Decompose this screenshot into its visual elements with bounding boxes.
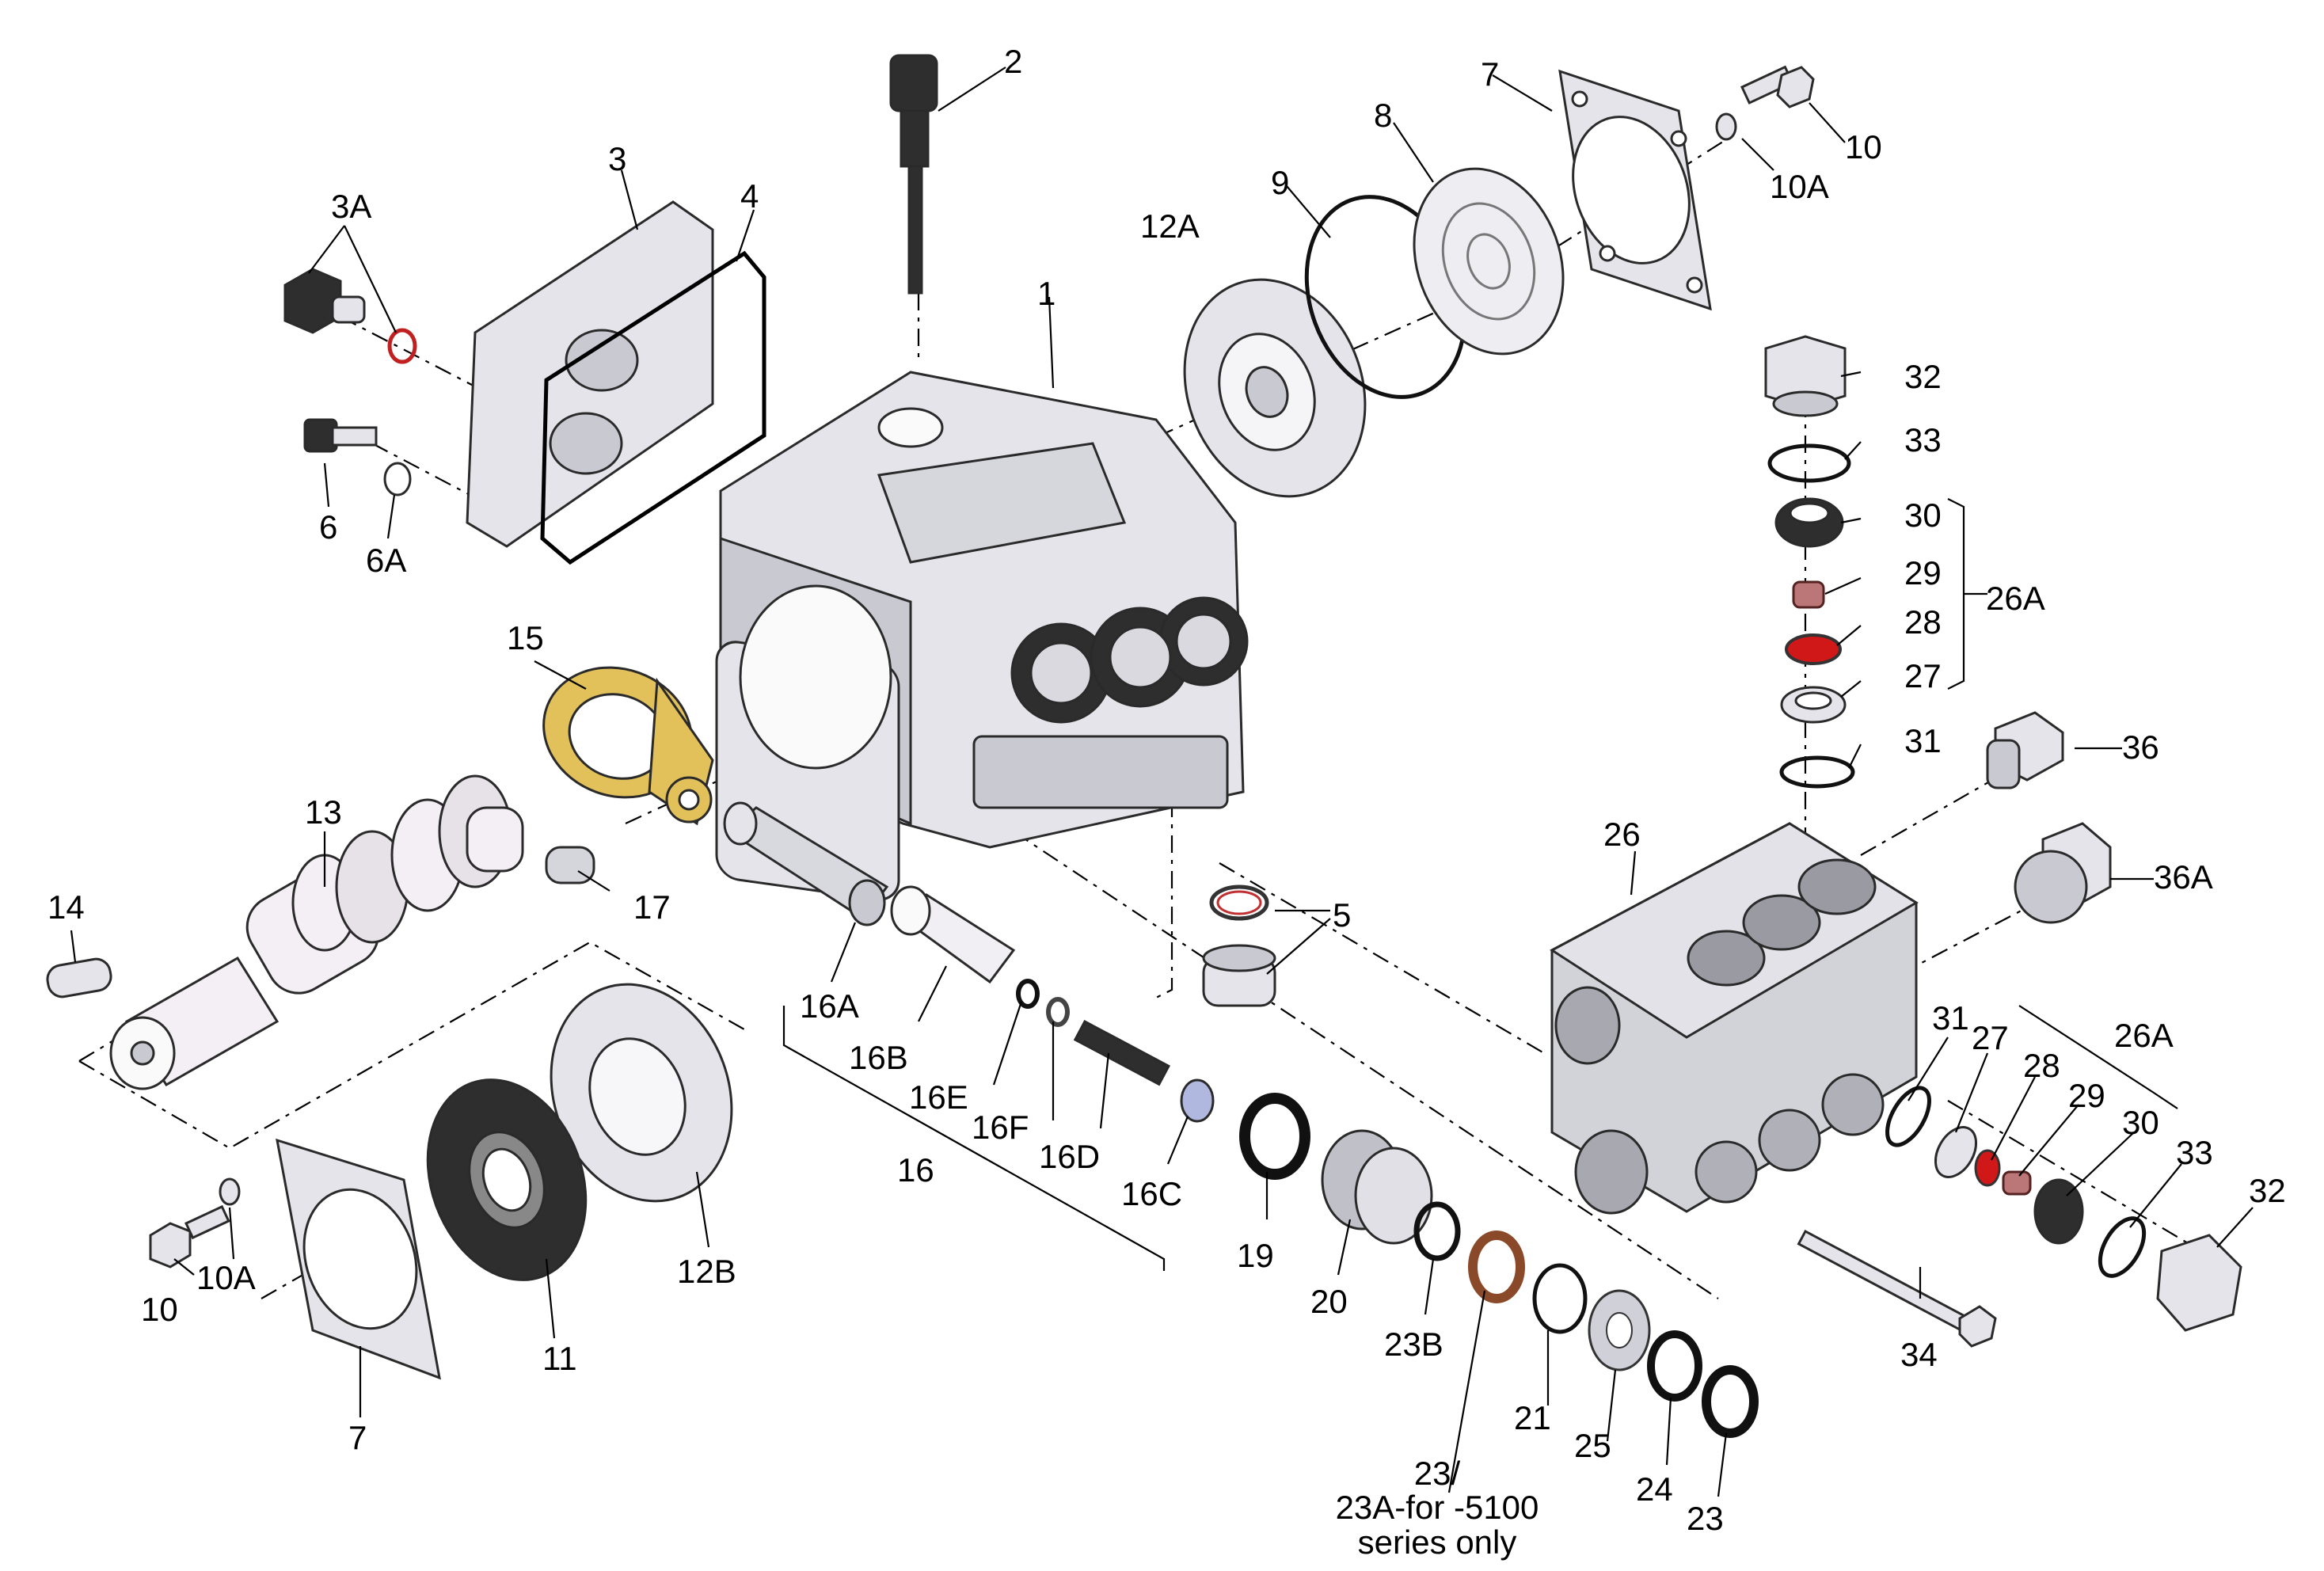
callout-6: 6: [319, 508, 337, 546]
part-16C-16D-plunger-bolt: [1073, 1019, 1215, 1123]
callout-17: 17: [633, 888, 671, 926]
callout-16: 16: [897, 1151, 934, 1189]
callout-8: 8: [1374, 97, 1392, 134]
part-1-crankcase: [715, 371, 1249, 901]
part-12B-bearing: [550, 983, 733, 1203]
callout-12A: 12A: [1140, 207, 1200, 245]
part-8-bearing-cover: [1413, 167, 1565, 356]
callout-13: 13: [305, 793, 342, 831]
callout-12B: 12B: [677, 1253, 736, 1290]
callout-19: 19: [1237, 1237, 1274, 1274]
callout-7-bottom: 7: [348, 1419, 367, 1456]
callout-30-top: 30: [1904, 496, 1942, 534]
callout-5: 5: [1333, 896, 1351, 934]
part-6-bolt: [303, 418, 412, 496]
callout-7-top: 7: [1481, 55, 1499, 93]
callout-14: 14: [48, 888, 85, 926]
callout-29-top: 29: [1904, 554, 1942, 592]
part-11-oil-seal: [426, 1078, 588, 1281]
callout-15: 15: [507, 619, 544, 656]
callout-11: 11: [542, 1340, 577, 1377]
callout-29-right: 29: [2068, 1077, 2105, 1114]
callout-26A-right: 26A: [2114, 1017, 2174, 1054]
part-5-plug: [1202, 884, 1276, 1007]
part-7-flange-bottom: [276, 1138, 441, 1380]
part-10-bolt-bottom: [149, 1177, 241, 1269]
callout-16D: 16D: [1039, 1138, 1100, 1175]
callout-10A-top: 10A: [1770, 168, 1829, 205]
callout-2: 2: [1004, 43, 1022, 80]
part-2-dipstick: [889, 54, 938, 295]
callout-25: 25: [1574, 1427, 1611, 1464]
note-line-1: 23/: [1414, 1455, 1461, 1492]
callout-10-bottom: 10: [141, 1291, 178, 1328]
callout-16C: 16C: [1121, 1175, 1182, 1212]
part-10-bolt-top: [1715, 65, 1815, 141]
part-17-pin: [545, 846, 595, 884]
callout-31-top: 31: [1904, 722, 1942, 759]
callout-28-right: 28: [2023, 1047, 2060, 1084]
part-4-cover-gasket: [540, 250, 766, 565]
callout-32-right: 32: [2249, 1172, 2286, 1209]
part-16A-plunger-guide: [723, 801, 889, 926]
seal-stack: [1239, 1093, 1759, 1438]
note-line-3: series only: [1358, 1523, 1517, 1561]
callout-30-right: 30: [2122, 1104, 2159, 1141]
callout-27-top: 27: [1904, 657, 1942, 694]
part-36A-plug: [2014, 822, 2112, 924]
callout-16B: 16B: [849, 1039, 908, 1076]
callout-6A: 6A: [366, 542, 406, 579]
callout-3: 3: [608, 140, 626, 177]
callout-10A-bottom: 10A: [196, 1259, 256, 1296]
callout-21: 21: [1514, 1399, 1551, 1436]
callout-36A: 36A: [2154, 858, 2213, 896]
part-3A-plug: [283, 268, 417, 364]
callout-16E: 16E: [909, 1078, 968, 1116]
part-3-rear-cover: [466, 200, 714, 548]
callout-33-right: 33: [2176, 1134, 2213, 1171]
part-34-stud: [1797, 1229, 1997, 1348]
part-7-flange-top: [1558, 69, 1712, 311]
part-16B-sleeve: [890, 885, 1016, 984]
callout-1: 1: [1037, 275, 1055, 312]
callout-24: 24: [1636, 1470, 1673, 1508]
callout-16A: 16A: [800, 987, 859, 1025]
part-15-connecting-rod: [542, 666, 714, 826]
callout-28-top: 28: [1904, 603, 1942, 641]
callout-32-top: 32: [1904, 358, 1942, 395]
valve-stack-horizontal: [1885, 1086, 2242, 1332]
note-line-2: 23A-for -5100: [1336, 1489, 1539, 1526]
callout-27-right: 27: [1972, 1019, 2009, 1056]
callout-31-right: 31: [1932, 999, 1969, 1037]
part-36-plug: [1986, 711, 2064, 789]
callout-3A: 3A: [331, 188, 371, 225]
callout-23: 23: [1687, 1500, 1724, 1537]
part-13-crankshaft: [109, 774, 524, 1090]
part-16E-16F-seals: [1016, 979, 1070, 1027]
callout-9: 9: [1271, 164, 1289, 201]
callout-26A-top: 26A: [1986, 580, 2045, 617]
callout-26: 26: [1603, 816, 1641, 853]
callout-33-top: 33: [1904, 421, 1942, 458]
valve-stack-vertical: [1764, 335, 1855, 789]
callout-34: 34: [1900, 1336, 1938, 1373]
note-23A: 23/ 23A-for -5100 series only: [1336, 1455, 1539, 1561]
callout-16F: 16F: [972, 1109, 1029, 1146]
part-14-key: [46, 957, 112, 999]
callout-labels: 1 2 3 3A 4 5 6 6A 7 7 8 9 10 10 10A 10A …: [48, 43, 2286, 1537]
callout-20: 20: [1310, 1283, 1348, 1320]
callout-23B: 23B: [1384, 1326, 1443, 1363]
callout-10-top: 10: [1845, 128, 1882, 165]
callout-4: 4: [740, 177, 759, 215]
callout-36: 36: [2122, 728, 2159, 766]
leader-lines: [70, 67, 2254, 1497]
part-26-manifold: [1550, 822, 1919, 1215]
